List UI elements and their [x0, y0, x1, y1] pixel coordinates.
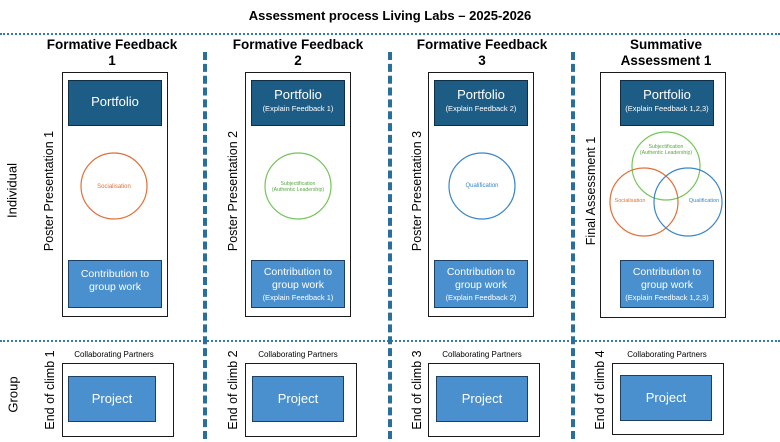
contribution-note-4: (Explain Feedback 1,2,3): [625, 293, 709, 302]
contribution-label-1: Contribution to group work: [80, 268, 150, 293]
column-heading-4: Summative Assessment 1: [620, 37, 712, 67]
qualification-text: Qualification: [465, 183, 498, 189]
socialisation-text: Socialisation: [97, 184, 131, 190]
project-box-3: Project: [436, 376, 528, 422]
qualification-circle: [448, 152, 516, 220]
socialisation-circle: [80, 152, 148, 220]
portfolio-label-4: Portfolio: [643, 87, 691, 102]
contribution-box-4: Contribution to group work (Explain Feed…: [620, 260, 714, 308]
presentation-label-4: Final Assessment 1: [584, 136, 598, 246]
contribution-box-3: Contribution to group work (Explain Feed…: [434, 260, 528, 308]
project-box-1: Project: [68, 376, 156, 422]
contribution-note-2: (Explain Feedback 1): [262, 293, 334, 302]
portfolio-box-3: Portfolio (Explain Feedback 2): [434, 80, 528, 126]
portfolio-note-4: (Explain Feedback 1,2,3): [625, 104, 709, 113]
project-label-2: Project: [277, 391, 319, 406]
partners-label-4: Collaborating Partners: [627, 350, 707, 359]
contribution-box-1: Contribution to group work: [68, 260, 162, 308]
contribution-label-3: Contribution to group work: [446, 266, 516, 291]
circle-diagram-3: Qualification: [448, 152, 516, 220]
contribution-label-2: Contribution to group work: [263, 266, 333, 291]
column-divider: [203, 52, 207, 439]
contribution-label-4: Contribution to group work: [632, 266, 702, 291]
contribution-box-2: Contribution to group work (Explain Feed…: [251, 260, 345, 308]
row-label-individual: Individual: [4, 163, 20, 218]
portfolio-box-4: Portfolio (Explain Feedback 1,2,3): [620, 80, 714, 126]
portfolio-note-2: (Explain Feedback 1): [262, 104, 334, 113]
presentation-label-3: Poster Presentation 3: [410, 130, 424, 252]
partners-label-3: Collaborating Partners: [442, 350, 522, 359]
subjectification-circle: [264, 152, 332, 220]
portfolio-label-1: Portfolio: [91, 94, 139, 109]
portfolio-box-2: Portfolio (Explain Feedback 1): [251, 80, 345, 126]
portfolio-label-2: Portfolio: [274, 87, 322, 102]
venn-subjectification-circle: [631, 131, 701, 201]
row-label-group: Group: [5, 376, 21, 413]
portfolio-box-1: Portfolio: [68, 80, 162, 126]
column-divider: [571, 52, 575, 439]
venn-subjectification-text: Subjectification(Authentic Leadership): [640, 144, 692, 156]
partners-label-1: Collaborating Partners: [74, 350, 154, 359]
partners-label-2: Collaborating Partners: [258, 350, 338, 359]
venn-socialisation-circle: [609, 167, 679, 237]
circle-diagram-2: Subjectification(Authentic Leadership): [264, 152, 332, 220]
project-box-4: Project: [620, 375, 712, 421]
column-heading-1: Formative Feedback 1: [46, 37, 178, 68]
presentation-label-2: Poster Presentation 2: [226, 130, 240, 252]
project-label-4: Project: [645, 390, 687, 405]
column-heading-2: Formative Feedback 2: [232, 37, 364, 68]
circle-diagram-1: Socialisation: [80, 152, 148, 220]
portfolio-label-3: Portfolio: [457, 87, 505, 102]
venn-socialisation-text: Socialisation: [615, 198, 646, 204]
project-box-2: Project: [252, 376, 344, 422]
presentation-label-1: Poster Presentation 1: [42, 130, 56, 252]
project-label-3: Project: [461, 391, 503, 406]
venn-qualification-circle: [653, 167, 723, 237]
diagram-title: Assessment process Living Labs – 2025-20…: [248, 8, 532, 23]
column-divider: [388, 52, 392, 439]
contribution-note-3: (Explain Feedback 2): [445, 293, 517, 302]
top-divider: [0, 33, 780, 35]
project-label-1: Project: [91, 391, 133, 406]
venn-diagram: Subjectification(Authentic Leadership) S…: [609, 131, 723, 237]
venn-qualification-text: Qualification: [689, 198, 719, 204]
portfolio-note-3: (Explain Feedback 2): [445, 104, 517, 113]
column-heading-3: Formative Feedback 3: [416, 37, 548, 68]
subjectification-text: Subjectification(Authentic Leadership): [272, 181, 324, 193]
